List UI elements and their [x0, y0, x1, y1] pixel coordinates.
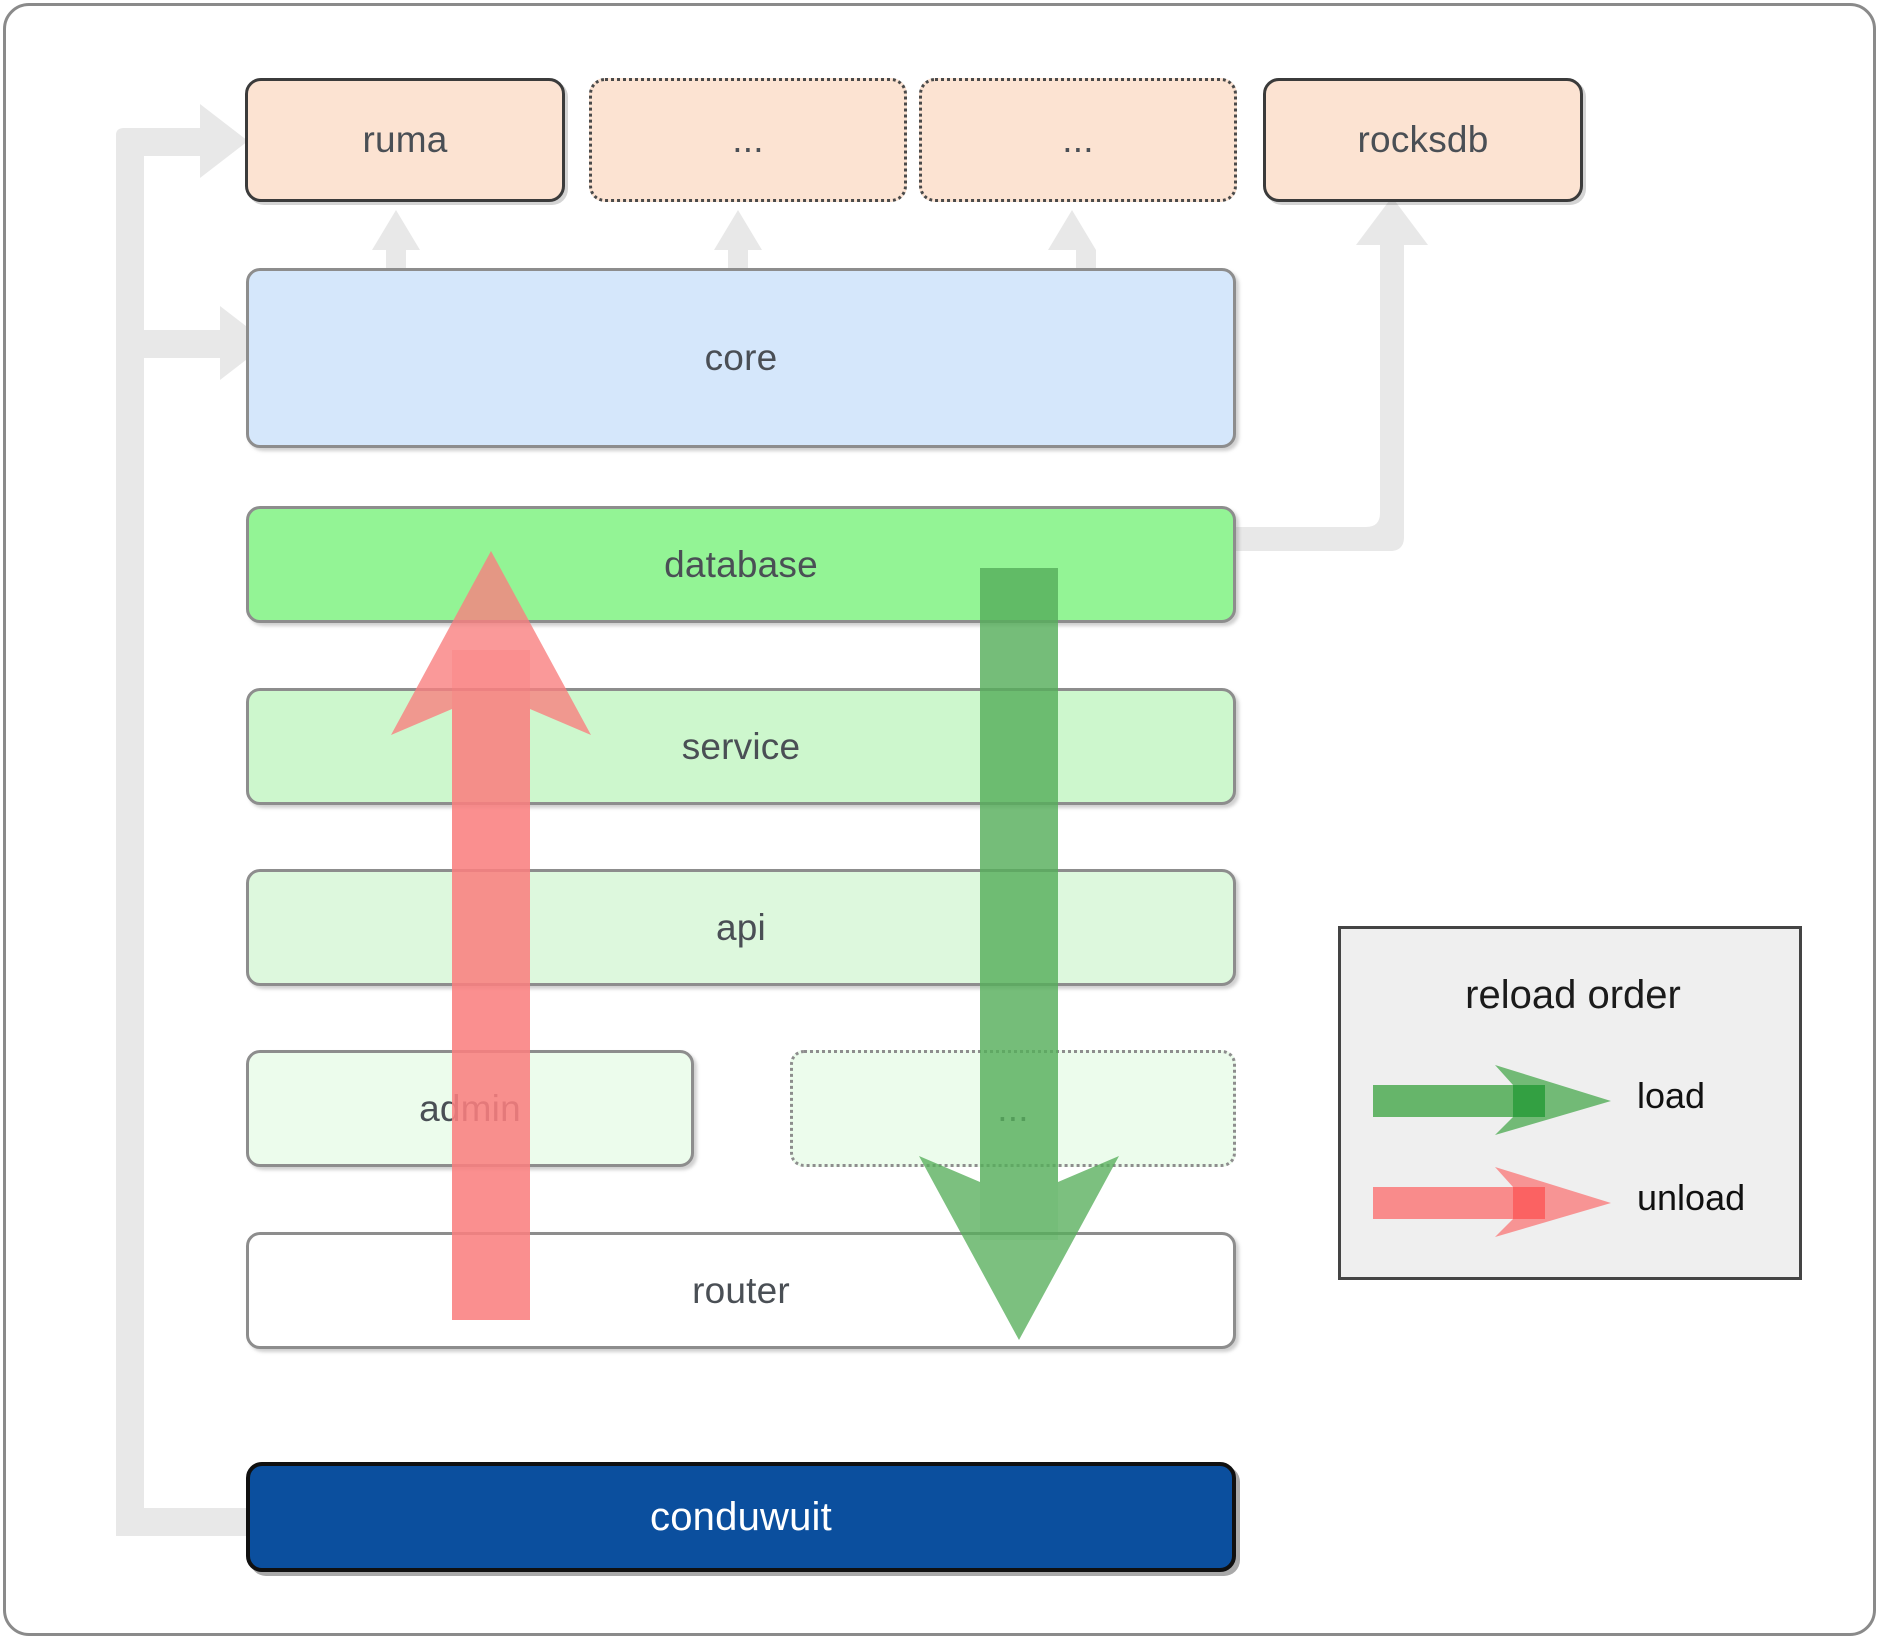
dependency-label-rocksdb: rocksdb [1357, 119, 1489, 160]
legend-label-unload: unload [1637, 1177, 1746, 1218]
layer-label-dots-3: ... [997, 1087, 1029, 1129]
layer-label-core: core [704, 337, 778, 378]
dependency-label-ruma: ruma [362, 119, 448, 160]
layer-box-dots-3[interactable]: ... [790, 1050, 1236, 1167]
dependency-label-dots-2: ... [1062, 119, 1094, 160]
layer-box-router[interactable]: router [246, 1232, 1236, 1349]
legend-title: reload order [1465, 973, 1681, 1017]
layer-label-api: api [716, 906, 766, 948]
layer-label-router: router [692, 1269, 790, 1311]
application-label-conduwuit: conduwuit [650, 1494, 832, 1539]
layer-label-admin: admin [419, 1087, 521, 1129]
dependency-label-dots-1: ... [732, 119, 764, 160]
diagram-frame [3, 3, 1876, 1636]
layer-box-database[interactable]: database [246, 506, 1236, 623]
application-box-conduwuit[interactable]: conduwuit [246, 1462, 1236, 1572]
layer-box-core[interactable]: core [246, 268, 1236, 448]
layer-label-database: database [664, 543, 818, 585]
layer-box-admin[interactable]: admin [246, 1050, 694, 1167]
dependency-box-ruma[interactable]: ruma [245, 78, 565, 202]
legend-row-unload: unload [1341, 1167, 1805, 1237]
dependency-box-dots-2[interactable]: ... [919, 78, 1237, 202]
legend-load-arrow-icon [1373, 1065, 1611, 1135]
dependency-box-dots-1[interactable]: ... [589, 78, 907, 202]
layer-box-service[interactable]: service [246, 688, 1236, 805]
legend-unload-arrow-icon [1373, 1167, 1611, 1237]
legend-row-load: load [1341, 1065, 1805, 1135]
legend-label-load: load [1637, 1075, 1706, 1116]
layer-box-api[interactable]: api [246, 869, 1236, 986]
dependency-box-rocksdb[interactable]: rocksdb [1263, 78, 1583, 202]
legend-box: reload order load unload [1338, 926, 1802, 1280]
layer-label-service: service [681, 725, 801, 767]
